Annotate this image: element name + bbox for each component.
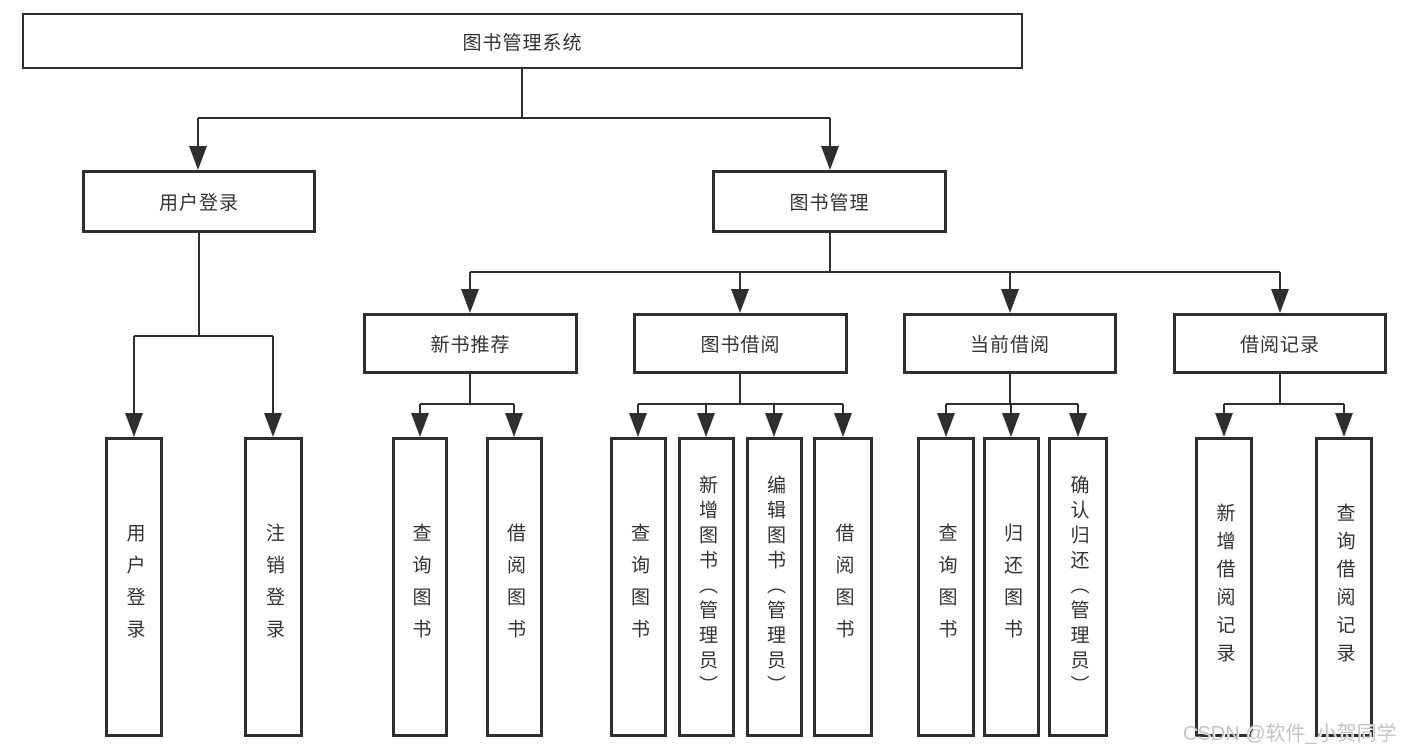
leaf-user-login-label: 用户登录 xyxy=(123,523,145,651)
node-root: 图书管理系统 xyxy=(22,13,1023,69)
node-borrow-records: 借阅记录 xyxy=(1173,313,1387,374)
node-book-management-label: 图书管理 xyxy=(789,193,870,214)
leaf-recommend-borrow-book-label: 借阅图书 xyxy=(504,523,525,651)
leaf-recommend-query-book: 查询图书 xyxy=(392,437,448,737)
node-new-book-recommend-label: 新书推荐 xyxy=(430,335,511,356)
leaf-borrow-book: 借阅图书 xyxy=(813,437,873,737)
leaf-borrow-query-book: 查询图书 xyxy=(610,437,667,737)
leaf-recommend-query-book-label: 查询图书 xyxy=(409,523,431,651)
watermark: CSDN @软件_小贺同学 xyxy=(1183,723,1397,745)
node-current-borrow: 当前借阅 xyxy=(903,313,1117,374)
leaf-edit-book-admin: 编辑图书（管理员） xyxy=(746,437,803,737)
leaf-edit-book-admin-label: 编辑图书（管理员） xyxy=(764,474,785,700)
node-new-book-recommend: 新书推荐 xyxy=(363,313,578,374)
leaf-borrow-query-book-label: 查询图书 xyxy=(628,523,649,651)
leaf-add-borrow-record-label: 新增借阅记录 xyxy=(1213,503,1235,671)
node-book-management: 图书管理 xyxy=(712,170,947,233)
leaf-current-query-book: 查询图书 xyxy=(917,437,975,737)
leaf-query-borrow-record-label: 查询借阅记录 xyxy=(1333,503,1355,671)
leaf-logout: 注销登录 xyxy=(244,437,303,737)
node-borrow-records-label: 借阅记录 xyxy=(1239,335,1320,356)
leaf-borrow-book-label: 借阅图书 xyxy=(832,523,854,651)
node-user-login: 用户登录 xyxy=(82,170,316,233)
leaf-confirm-return-admin: 确认归还（管理员） xyxy=(1048,437,1108,737)
leaf-recommend-borrow-book: 借阅图书 xyxy=(486,437,543,737)
leaf-current-query-book-label: 查询图书 xyxy=(935,523,957,651)
node-current-borrow-label: 当前借阅 xyxy=(969,335,1050,356)
node-book-borrow-label: 图书借阅 xyxy=(700,335,781,356)
node-user-login-label: 用户登录 xyxy=(158,193,239,214)
leaf-logout-label: 注销登录 xyxy=(263,523,284,651)
leaf-confirm-return-admin-label: 确认归还（管理员） xyxy=(1067,474,1089,700)
leaf-query-borrow-record: 查询借阅记录 xyxy=(1315,437,1373,737)
leaf-return-book-label: 归还图书 xyxy=(1001,523,1022,651)
leaf-add-book-admin: 新增图书（管理员） xyxy=(678,437,735,737)
leaf-add-book-admin-label: 新增图书（管理员） xyxy=(696,474,717,700)
leaf-user-login: 用户登录 xyxy=(105,437,163,737)
leaf-add-borrow-record: 新增借阅记录 xyxy=(1195,437,1253,737)
node-root-label: 图书管理系统 xyxy=(462,32,583,54)
leaf-return-book: 归还图书 xyxy=(983,437,1040,737)
node-book-borrow: 图书借阅 xyxy=(633,313,848,374)
